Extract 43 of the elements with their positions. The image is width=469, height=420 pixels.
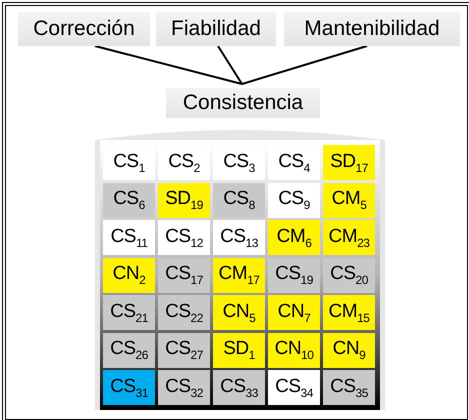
cell-label: CM$_{17}$ — [213, 258, 265, 292]
cell-label: SD$_{19}$ — [158, 182, 210, 218]
cell-label: CS$_{11}$ — [103, 220, 155, 255]
cell-label: CS$_{4}$ — [268, 145, 320, 180]
cell-label: CS$_{13}$ — [213, 220, 265, 255]
connector-line — [242, 45, 368, 85]
cell-label: SD$_{17}$ — [323, 145, 375, 180]
cell-label: CS$_{27}$ — [158, 332, 210, 368]
cell-label: CS$_{19}$ — [268, 258, 320, 292]
cell-label: CS$_{1}$ — [103, 145, 155, 180]
connector-line — [217, 45, 243, 85]
cell-label: CS$_{31}$ — [103, 370, 155, 405]
cell-label: CS$_{34}$ — [268, 370, 320, 405]
connector-line — [94, 45, 242, 85]
cell-label: CS$_{26}$ — [103, 332, 155, 368]
cell-label: CM$_{23}$ — [323, 220, 375, 255]
cell-label: CS$_{21}$ — [103, 295, 155, 330]
cell-label: CS$_{12}$ — [158, 220, 210, 255]
quality-label: Mantenibilidad — [284, 12, 460, 46]
cell-label: CS$_{9}$ — [268, 182, 320, 218]
grid-panel — [95, 128, 385, 410]
cell-label: CN$_{2}$ — [103, 258, 155, 292]
quality-label: Consistencia — [166, 88, 320, 118]
cell-label: CS$_{20}$ — [323, 258, 375, 292]
cell-label: CS$_{35}$ — [323, 370, 375, 405]
cell-label: CS$_{32}$ — [158, 370, 210, 405]
cell-label: CN$_{9}$ — [323, 332, 375, 368]
cell-label: CM$_{6}$ — [268, 220, 320, 255]
cell-label: CN$_{7}$ — [268, 295, 320, 330]
quality-label: Corrección — [18, 12, 150, 46]
cell-label: CS$_{33}$ — [213, 370, 265, 405]
cell-label: CS$_{2}$ — [158, 145, 210, 180]
cell-label: CM$_{15}$ — [323, 295, 375, 330]
cell-label: SD$_{1}$ — [213, 332, 265, 368]
cell-label: CS$_{8}$ — [213, 182, 265, 218]
cell-label: CS$_{3}$ — [213, 145, 265, 180]
cell-label: CN$_{10}$ — [268, 332, 320, 368]
cell-label: CN$_{5}$ — [213, 295, 265, 330]
cell-label: CS$_{6}$ — [103, 182, 155, 218]
cell-label: CS$_{22}$ — [158, 295, 210, 330]
cell-label: CS$_{17}$ — [158, 258, 210, 292]
cell-label: CM$_{5}$ — [323, 182, 375, 218]
quality-label: Fiabilidad — [156, 12, 276, 46]
